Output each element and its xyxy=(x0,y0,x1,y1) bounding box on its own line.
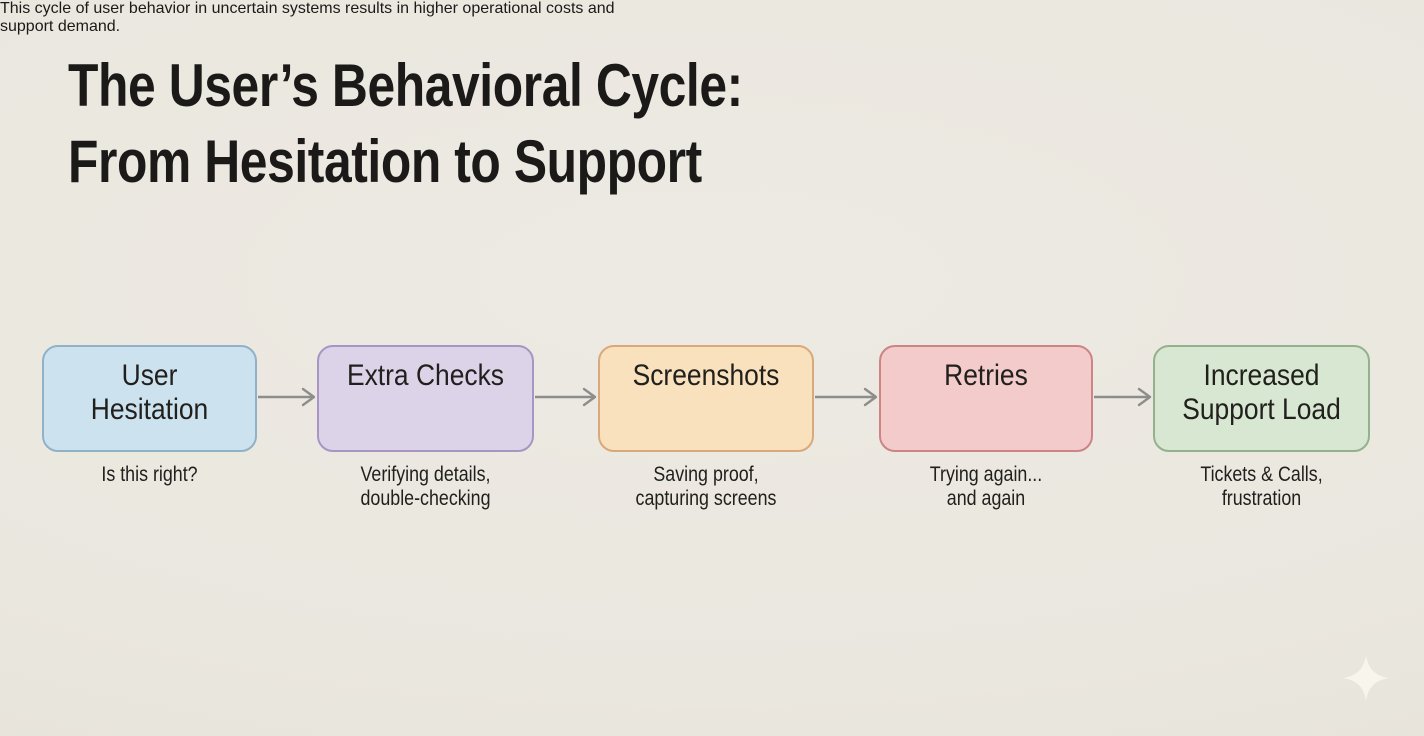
stage-caption-line-2: frustration xyxy=(1221,487,1302,510)
stage-caption: Saving proof, capturing screens xyxy=(614,463,798,511)
stage-label: Increased Support Load xyxy=(1168,359,1355,427)
stage-label: Extra Checks xyxy=(332,359,519,393)
stage-caption-line-1: Verifying details, xyxy=(360,463,491,486)
stage-label-line-2: Hesitation xyxy=(90,393,209,426)
footer-line-1: This cycle of user behavior in uncertain… xyxy=(0,0,615,17)
stage-caption-line-1: Saving proof, xyxy=(653,463,759,486)
arrow-right-icon xyxy=(258,387,316,407)
flow-stage-increased-support-load: Increased Support Load Tickets & Calls, … xyxy=(1153,345,1370,511)
footer-line-2: support demand. xyxy=(0,18,121,35)
stage-caption-line-1: Trying again... xyxy=(929,463,1043,486)
stage-box: User Hesitation xyxy=(42,345,257,452)
stage-label-line-1: Screenshots xyxy=(632,359,780,392)
stage-label-line-2: Support Load xyxy=(1182,393,1341,426)
stage-caption: Tickets & Calls, frustration xyxy=(1169,463,1353,511)
stage-caption: Trying again... and again xyxy=(895,463,1077,511)
stage-caption-line-2: capturing screens xyxy=(635,487,777,510)
stage-label: Retries xyxy=(894,359,1079,393)
stage-label: Screenshots xyxy=(613,359,800,393)
stage-caption-line-2: double-checking xyxy=(360,487,491,510)
stage-box: Increased Support Load xyxy=(1153,345,1370,452)
sparkle-icon xyxy=(1342,654,1390,702)
title-line-2: From Hesitation to Support xyxy=(68,128,702,195)
arrow-right-icon xyxy=(1094,387,1152,407)
stage-caption-line-1: Is this right? xyxy=(101,463,198,486)
stage-label-line-1: Retries xyxy=(944,359,1028,392)
stage-caption-line-2: and again xyxy=(946,487,1026,510)
stage-label-line-1: Extra Checks xyxy=(347,359,504,392)
slide-title: The User’s Behavioral Cycle: From Hesita… xyxy=(68,48,743,200)
stage-caption: Is this right? xyxy=(58,463,241,487)
flow-stage-screenshots: Screenshots Saving proof, capturing scre… xyxy=(598,345,814,511)
flow-stage-extra-checks: Extra Checks Verifying details, double-c… xyxy=(317,345,534,511)
arrow-right-icon xyxy=(535,387,597,407)
flow-stage-retries: Retries Trying again... and again xyxy=(879,345,1093,511)
stage-box: Retries xyxy=(879,345,1093,452)
stage-caption-line-1: Tickets & Calls, xyxy=(1200,463,1323,486)
stage-label: User Hesitation xyxy=(57,359,243,427)
flow-stage-user-hesitation: User Hesitation Is this right? xyxy=(42,345,257,487)
stage-box: Screenshots xyxy=(598,345,814,452)
stage-caption: Verifying details, double-checking xyxy=(333,463,517,511)
stage-label-line-1: Increased xyxy=(1203,359,1320,392)
title-line-1: The User’s Behavioral Cycle: xyxy=(68,52,743,119)
arrow-right-icon xyxy=(815,387,878,407)
stage-label-line-1: User xyxy=(121,359,178,392)
stage-box: Extra Checks xyxy=(317,345,534,452)
